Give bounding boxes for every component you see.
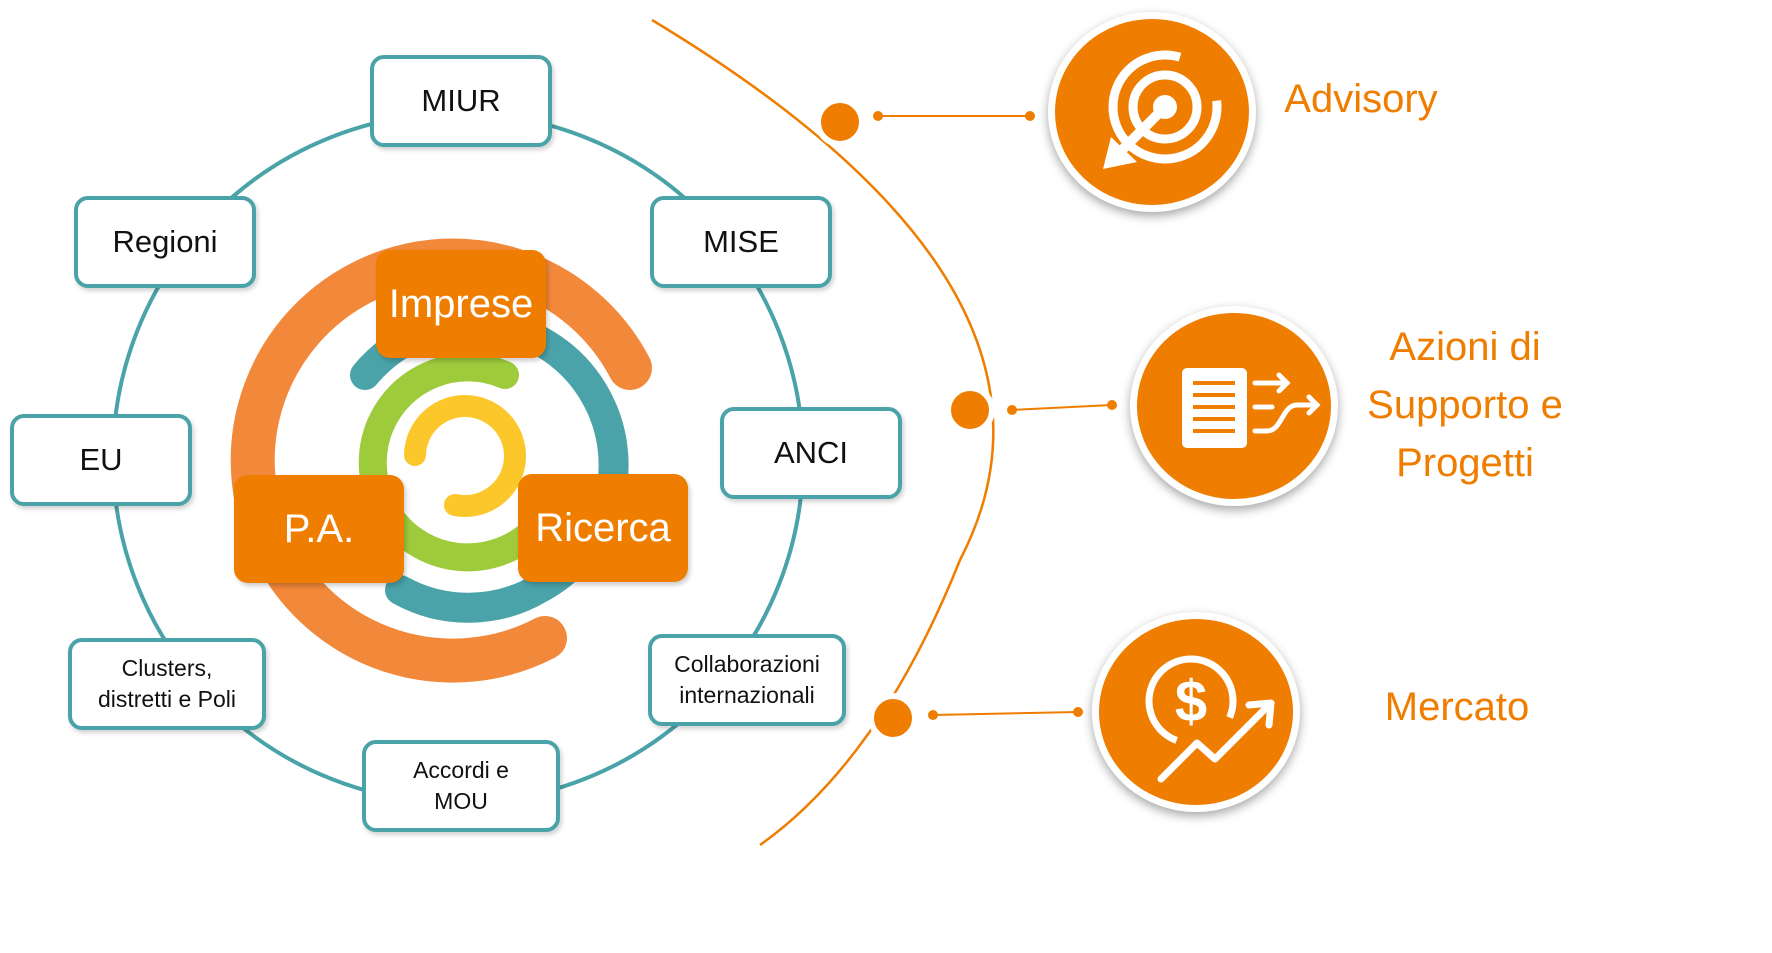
dollar-growth-icon: $ (1145, 655, 1275, 783)
service-mercato-circle: $ (1092, 612, 1300, 812)
arc-node-mercato (868, 693, 918, 743)
yellow-arc (404, 395, 526, 517)
node-miur-label: MIUR (421, 83, 501, 118)
service-azioni-label: Azioni di Supporto e Progetti (1367, 325, 1563, 485)
connector-dot (873, 111, 883, 121)
node-mise-label: MISE (703, 224, 779, 259)
node-accordi: Accordi e MOU (362, 740, 560, 832)
node-miur: MIUR (370, 55, 552, 147)
core-imprese-label: Imprese (388, 281, 534, 326)
core-pa: P.A. (234, 475, 404, 583)
target-icon (1103, 50, 1222, 169)
connector-azioni (1011, 404, 1113, 411)
connector-dot (928, 710, 938, 720)
arc-nodes (815, 97, 995, 743)
arc-node-azioni (945, 385, 995, 435)
core-imprese: Imprese (376, 250, 546, 358)
node-eu: EU (10, 414, 192, 506)
node-collaborazioni: Collaborazioni internazionali (648, 634, 846, 726)
connector-dot (1007, 405, 1017, 415)
connector-dot (1025, 111, 1035, 121)
node-clusters: Clusters, distretti e Poli (68, 638, 266, 730)
node-clusters-label: Clusters, distretti e Poli (97, 654, 237, 712)
connector-mercato (932, 711, 1079, 716)
service-mercato-label: Mercato (1384, 685, 1530, 729)
service-azioni-circle (1130, 306, 1338, 506)
connector-dot (1107, 400, 1117, 410)
connector-dot (1073, 707, 1083, 717)
arc-node-advisory (815, 97, 865, 147)
core-ricerca-label: Ricerca (535, 505, 671, 550)
core-ricerca: Ricerca (518, 474, 688, 582)
node-eu-label: EU (79, 442, 123, 477)
service-advisory-label: Advisory (1284, 77, 1438, 121)
node-anci: ANCI (720, 407, 902, 499)
services-arc (651, 18, 995, 847)
node-regioni-label: Regioni (112, 224, 218, 259)
node-regioni: Regioni (74, 196, 256, 288)
document-flow-icon (1182, 368, 1321, 448)
node-anci-label: ANCI (773, 435, 849, 470)
node-mise: MISE (650, 196, 832, 288)
node-collaborazioni-label: Collaborazioni internazionali (674, 650, 820, 708)
core-pa-label: P.A. (283, 506, 355, 551)
connectors (873, 111, 1117, 720)
service-advisory-circle (1048, 12, 1256, 212)
node-accordi-label: Accordi e MOU (413, 756, 509, 814)
svg-text:$: $ (1175, 669, 1207, 734)
